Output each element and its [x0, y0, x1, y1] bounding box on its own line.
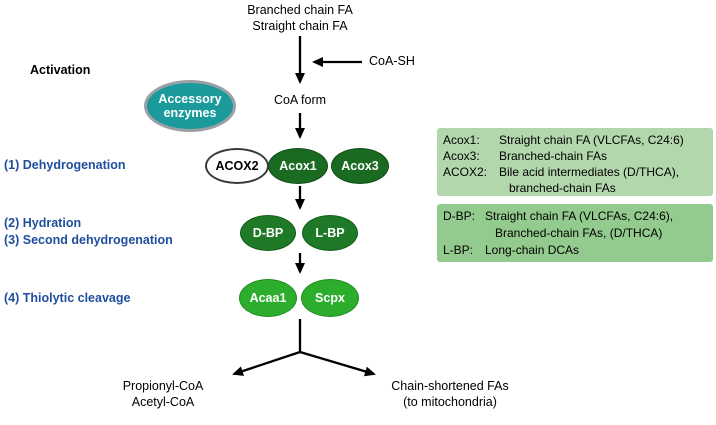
scpx-node: Scpx — [301, 279, 359, 317]
legend-term — [443, 180, 499, 196]
legend-desc: Long-chain DCAs — [485, 243, 580, 257]
output-right-line2: (to mitochondria) — [403, 395, 497, 409]
legend-desc: Straight chain FA (VLCFAs, C24:6) — [499, 133, 684, 147]
legend-row: Branched-chain FAs, (D/THCA) — [443, 225, 707, 242]
output-left-line2: Acetyl-CoA — [131, 395, 195, 409]
legend-term: ACOX2: — [443, 165, 488, 179]
legend-desc: Branched-chain FAs, (D/THCA) — [495, 226, 663, 240]
legend-term — [443, 225, 485, 242]
legend-row: ACOX2: Bile acid intermediates (D/THCA), — [443, 164, 707, 180]
legend-term: Acox3: — [443, 149, 480, 163]
dbp-node: D-BP — [240, 215, 296, 251]
step2-label: (2) Hydration — [4, 216, 82, 230]
arrow-to-chain-shortened — [299, 350, 376, 377]
legend-desc: Straight chain FA (VLCFAs, C24:6), — [485, 209, 674, 223]
legend-row: L-BP: Long-chain DCAs — [443, 242, 707, 259]
legend-row: D-BP: Straight chain FA (VLCFAs, C24:6), — [443, 208, 707, 225]
legend-row: branched-chain FAs — [443, 180, 707, 196]
output-right-line1: Chain-shortened FAs — [391, 379, 509, 393]
legend-row: Acox1: Straight chain FA (VLCFAs, C24:6) — [443, 132, 707, 148]
acox1-node: Acox1 — [268, 148, 328, 184]
arrow-to-propionyl — [232, 350, 301, 376]
legend-term: L-BP: — [443, 243, 474, 257]
acox1-label: Acox1 — [279, 159, 317, 173]
legend-oxidases: Acox1: Straight chain FA (VLCFAs, C24:6)… — [437, 128, 713, 196]
legend-term: Acox1: — [443, 133, 480, 147]
legend-desc: Bile acid intermediates (D/THCA), — [499, 165, 680, 179]
input-substrate-line1: Branched chain FA — [247, 3, 353, 17]
acaa1-node: Acaa1 — [239, 279, 297, 317]
accessory-enzymes-node: Accessory enzymes — [144, 80, 236, 132]
input-substrates: Branched chain FA Straight chain FA — [200, 2, 400, 34]
acox2-node: ACOX2 — [205, 148, 269, 184]
dbp-label: D-BP — [252, 226, 284, 240]
accessory-line1: Accessory — [158, 92, 222, 106]
legend-desc: branched-chain FAs — [509, 181, 616, 195]
acox3-node: Acox3 — [331, 148, 389, 184]
accessory-line2: enzymes — [163, 106, 217, 120]
lbp-label: L-BP — [315, 226, 345, 240]
acaa1-label: Acaa1 — [249, 291, 287, 305]
legend-desc: Branched-chain FAs — [499, 149, 608, 163]
input-substrate-line2: Straight chain FA — [252, 19, 348, 33]
coa-sh-label: CoA-SH — [369, 54, 415, 68]
legend-term: D-BP: — [443, 209, 476, 223]
acox2-label: ACOX2 — [215, 159, 259, 173]
output-left: Propionyl-CoA Acetyl-CoA — [93, 378, 233, 410]
scpx-label: Scpx — [315, 291, 345, 305]
acox3-label: Acox3 — [341, 159, 379, 173]
activation-label: Activation — [30, 63, 91, 77]
coa-form-label: CoA form — [273, 93, 327, 107]
legend-row: Acox3: Branched-chain FAs — [443, 148, 707, 164]
output-right: Chain-shortened FAs (to mitochondria) — [370, 378, 530, 410]
step1-label: (1) Dehydrogenation — [4, 158, 126, 172]
step3-label: (3) Second dehydrogenation — [4, 233, 173, 247]
legend-bifunctional: D-BP: Straight chain FA (VLCFAs, C24:6),… — [437, 204, 713, 262]
lbp-node: L-BP — [302, 215, 358, 251]
step4-label: (4) Thiolytic cleavage — [4, 291, 131, 305]
output-left-line1: Propionyl-CoA — [122, 379, 204, 393]
